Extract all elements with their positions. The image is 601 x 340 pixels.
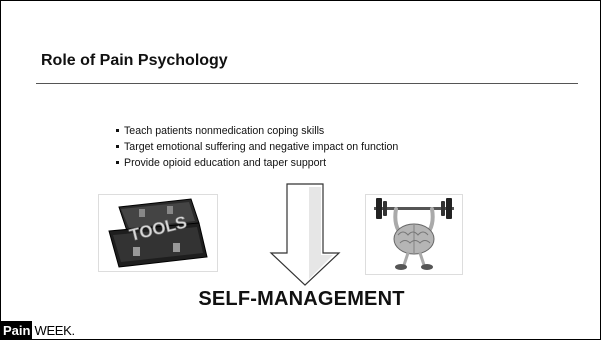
title-divider <box>36 83 578 84</box>
brain-weightlifter-image <box>365 194 463 275</box>
down-arrow-icon <box>269 183 341 286</box>
bullet-item: Target emotional suffering and negative … <box>116 140 398 156</box>
toolbox-image: TOOLS <box>98 194 218 272</box>
slide-title: Role of Pain Psychology <box>41 52 228 69</box>
outcome-heading: SELF-MANAGEMENT <box>198 288 405 310</box>
logo-pain-text: Pain <box>1 321 33 339</box>
bullet-list: Teach patients nonmedication coping skil… <box>116 124 398 172</box>
bullet-item: Teach patients nonmedication coping skil… <box>116 124 398 140</box>
logo-week-text: WEEK. <box>34 323 75 338</box>
bullet-item: Provide opioid education and taper suppo… <box>116 156 398 172</box>
